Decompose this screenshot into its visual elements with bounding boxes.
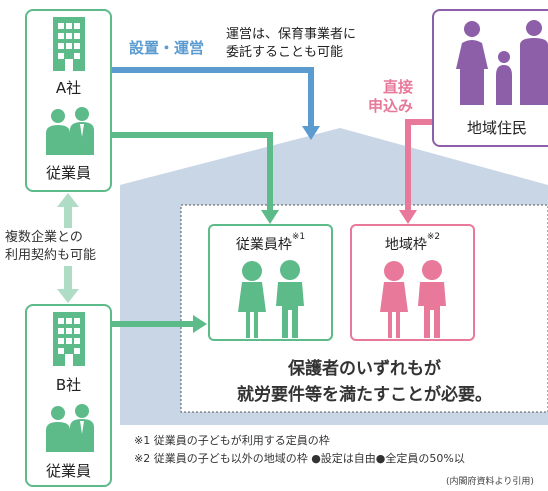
regional-slot-label: 地域枠※2 <box>384 232 441 253</box>
footnote-2: ※2 従業員の子ども以外の地域の枠 ●設定は自由●全定員の50%以 <box>134 452 465 465</box>
company-a-staff-label: 従業員 <box>45 164 91 182</box>
company-b-card: B社 従業員 <box>25 304 112 487</box>
footnote-1: ※1 従業員の子どもが利用する定員の枠 <box>134 434 330 447</box>
employees-icon <box>46 404 94 452</box>
multi-company-note: 複数企業との 利用契約も可能 <box>5 228 97 266</box>
direct-apply-label: 直接 申込み <box>368 78 414 115</box>
company-a-card: A社 従業員 <box>25 9 112 192</box>
arrow-head-green-down <box>261 210 279 224</box>
building-icon <box>53 17 85 71</box>
residents-label: 地域住民 <box>466 119 527 137</box>
operation-note: 運営は、保育事業者に 委託することも可能 <box>226 27 357 60</box>
arrow-head-blue <box>302 126 320 140</box>
employee-slot-box: 従業員枠※1 <box>208 224 333 341</box>
company-b-staff-label: 従業員 <box>45 462 91 480</box>
regional-slot-box: 地域枠※2 <box>350 224 475 341</box>
requirement-text: 保護者のいずれもが 就労要件等を満たすことが必要。 <box>237 359 492 405</box>
arrow-head-pink <box>399 210 417 224</box>
company-a-name: A社 <box>55 79 82 97</box>
setup-label: 設置・運営 <box>129 39 205 57</box>
employees-icon <box>46 107 94 155</box>
source-note: (内閣府資料より引用) <box>446 477 534 487</box>
arrow-head-green-right <box>193 315 207 333</box>
company-b-name: B社 <box>55 376 82 394</box>
children-green-icon <box>238 260 304 338</box>
employee-slot-label: 従業員枠※1 <box>235 232 306 253</box>
building-icon <box>53 312 85 366</box>
residents-card: 地域住民 <box>432 9 548 147</box>
children-pink-icon <box>380 260 446 338</box>
family-icon <box>456 20 548 105</box>
